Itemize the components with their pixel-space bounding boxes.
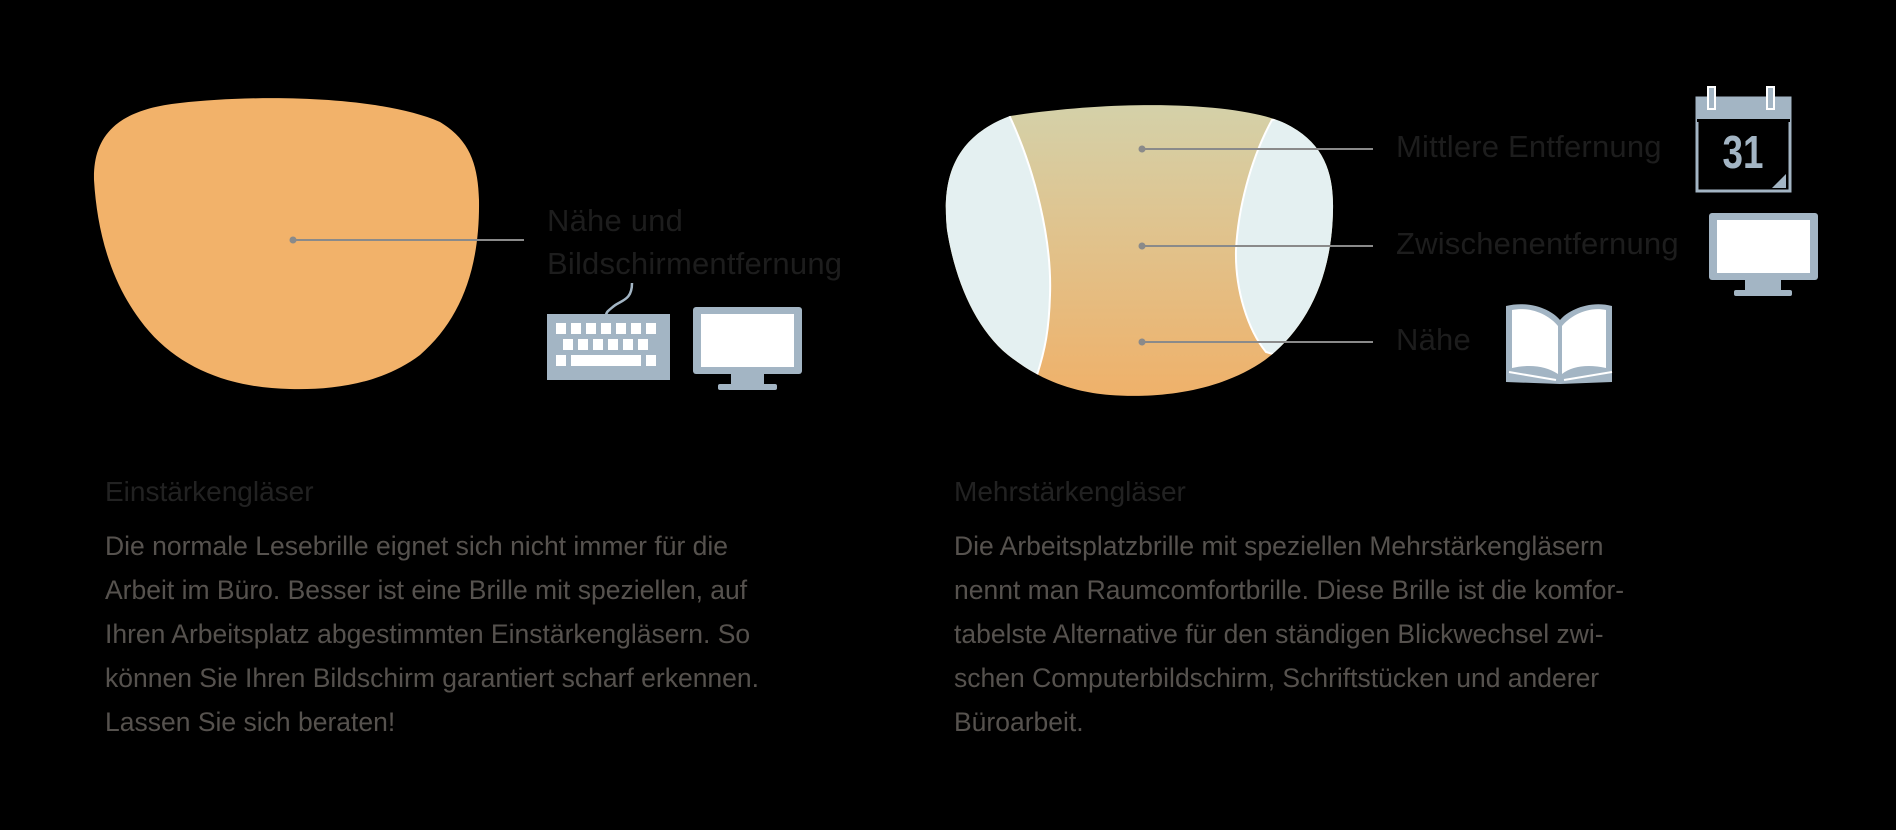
single-vision-lens [93,98,480,390]
progressive-lens [945,105,1334,396]
lens-side-left [945,105,1052,396]
callout-near [1138,338,1373,346]
zone-label-far: Mittlere Entfernung [1396,129,1662,164]
paragraph-multifocal: Die Arbeitsplatzbrille mit speziellen Me… [954,524,1734,744]
calendar-icon [1695,86,1792,193]
paragraph-line: Büroarbeit. [954,707,1084,737]
calendar-day: 31 [1722,126,1764,178]
paragraph-line: Arbeit im Büro. Besser ist eine Brille m… [105,575,748,605]
heading-single-vision: Einstärkengläser [105,476,314,507]
paragraph-line: tabelste Alternative für den ständigen B… [954,619,1604,649]
paragraph-line: schen Computerbildschirm, Schriftstücken… [954,663,1600,693]
monitor-icon [693,307,802,390]
callout-intermediate [1138,242,1373,250]
book-icon [1506,304,1613,384]
zone-label-intermediate: Zwischenentfernung [1396,226,1679,261]
keyboard-icon [547,314,670,380]
paragraph-line: Die Arbeitsplatzbrille mit speziellen Me… [954,531,1604,561]
paragraph-line: Ihren Arbeitsplatz abgestimmten Einstärk… [105,619,751,649]
paragraph-line: Die normale Lesebrille eignet sich nicht… [105,531,729,561]
paragraph-single-vision: Die normale Lesebrille eignet sich nicht… [105,524,885,744]
zone-label-near: Nähe [1396,322,1471,357]
paragraph-line: nennt man Raumcomfortbrille. Diese Brill… [954,575,1625,605]
paragraph-line: können Sie Ihren Bildschirm garantiert s… [105,663,760,693]
heading-multifocal: Mehrstärkengläser [954,476,1186,507]
keyboard-cable [604,282,634,317]
callout-label-near-screen-line2: Bildschirmentfernung [547,246,843,281]
paragraph-line: Lassen Sie sich beraten! [105,707,396,737]
callout-far [1138,145,1373,153]
callout-label-near-screen-line1: Nähe und [547,203,684,238]
monitor-icon [1709,213,1818,296]
